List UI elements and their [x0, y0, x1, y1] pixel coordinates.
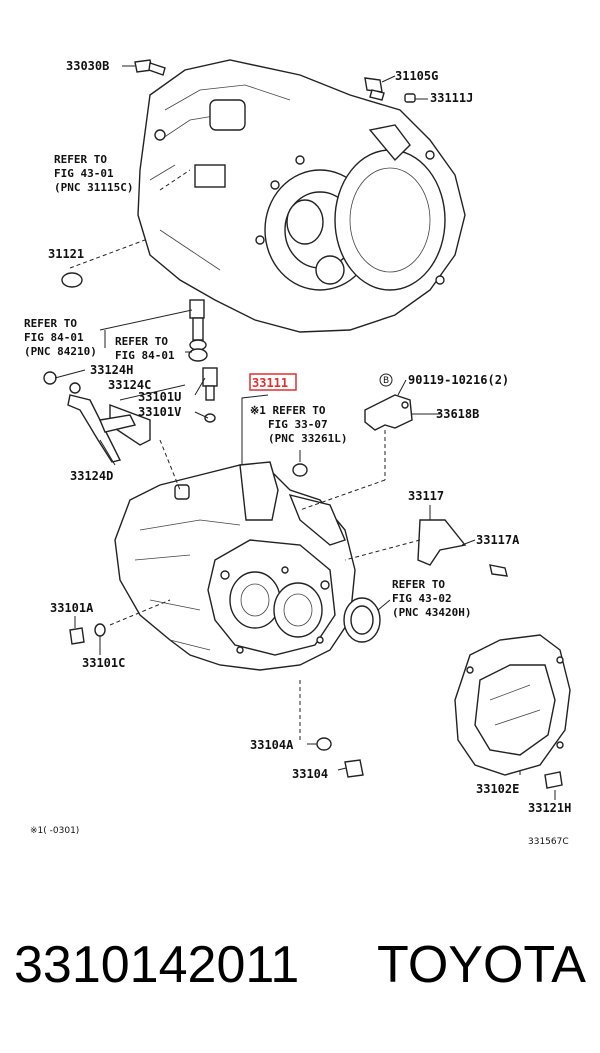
stud-31105g	[364, 77, 385, 101]
ref2-line2: FIG 84-01	[24, 331, 84, 344]
label-31105g: 31105G	[395, 69, 438, 83]
label-33117a: 33117A	[476, 533, 520, 547]
lever-33124	[43, 371, 151, 463]
label-33102e: 33102E	[476, 782, 519, 796]
brand-name: TOYOTA	[377, 936, 586, 994]
label-33618b: 33618B	[436, 407, 479, 421]
label-33124h: 33124H	[90, 363, 133, 377]
label-33101c: 33101C	[82, 656, 125, 670]
ref1-line2: FIG 43-01	[54, 167, 114, 180]
label-33104a: 33104A	[250, 738, 294, 752]
ref5-line2: FIG 43-02	[392, 592, 452, 605]
bracket-33618b	[364, 394, 413, 431]
ref4-line2: FIG 33-07	[268, 418, 328, 431]
ref3-line2: FIG 84-01	[115, 349, 175, 362]
footnote: ※1( -0301)	[30, 826, 79, 836]
main-transmission-case	[114, 461, 356, 671]
bracket-33117	[417, 519, 508, 577]
plug-31121	[61, 272, 83, 288]
part-number: 3310142011	[14, 936, 300, 994]
speed-sensor	[188, 299, 208, 362]
label-33117: 33117	[408, 489, 444, 503]
ref2-line1: REFER TO	[24, 317, 77, 330]
plug-33104	[344, 759, 364, 778]
label-33111j: 33111J	[430, 91, 473, 105]
ref2-line3: (PNC 84210)	[24, 345, 97, 358]
label-33104: 33104	[292, 767, 328, 781]
label-33121h: 33121H	[528, 801, 571, 815]
label-33030b: 33030B	[66, 59, 109, 73]
label-33111-highlighted: 33111	[252, 376, 288, 390]
bolt-33030b	[134, 59, 166, 76]
figure-code: 331567C	[528, 837, 569, 847]
ref3-line1: REFER TO	[115, 335, 168, 348]
ref4-line1: ※1 REFER TO	[250, 404, 326, 417]
label-33124d: 33124D	[70, 469, 113, 483]
switch-33101u	[202, 367, 218, 423]
label-33101u: 33101U	[138, 390, 181, 404]
highlight-box-33111	[249, 373, 297, 391]
part-labels: 33030B 31105G 33111J REFER TO FIG 43-01 …	[24, 59, 571, 847]
seal-33261l	[292, 463, 308, 477]
label-33101a: 33101A	[50, 601, 94, 615]
circle-b-letter: B	[383, 376, 389, 386]
label-31121: 31121	[48, 247, 84, 261]
leader-lines	[54, 65, 556, 800]
ref4-line3: (PNC 33261L)	[268, 432, 347, 445]
ref1-line1: REFER TO	[54, 153, 107, 166]
ref5-line1: REFER TO	[392, 578, 445, 591]
label-33101v: 33101V	[138, 405, 181, 419]
upper-transaxle-housing	[137, 59, 466, 333]
ref1-line3: (PNC 31115C)	[54, 181, 133, 194]
plug-33104a	[316, 737, 332, 751]
ref5-line3: (PNC 43420H)	[392, 606, 471, 619]
footer: 3310142011 TOYOTA	[0, 935, 600, 1005]
oil-seal	[343, 597, 381, 643]
pin-33111j	[404, 93, 416, 103]
bell-housing-cover	[454, 634, 571, 789]
exploded-parts-diagram: 33030B 31105G 33111J REFER TO FIG 43-01 …	[24, 59, 571, 847]
label-33124c: 33124C	[108, 378, 151, 392]
label-90119: 90119-10216(2)	[408, 373, 509, 387]
circle-b-marker	[379, 373, 393, 387]
